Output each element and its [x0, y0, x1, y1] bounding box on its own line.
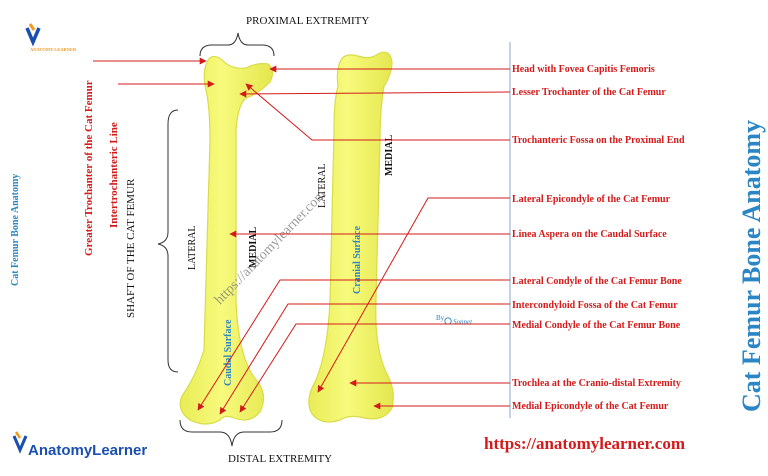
brand-logo: AnatomyLearner	[12, 431, 147, 459]
distal-label: DISTAL EXTREMITY	[228, 453, 332, 465]
leader-trochanteric-fossa	[245, 83, 510, 141]
leader-lateral-condyle	[197, 279, 510, 411]
label-head: Head with Fovea Capitis Femoris	[512, 64, 655, 75]
leader-medial-condyle	[239, 323, 510, 413]
leader-lateral-epicondyle	[317, 197, 510, 393]
brand-text: AnatomyLearner	[28, 442, 147, 459]
cranial-surface-label: Cranial Surface	[352, 225, 363, 294]
label-linea-aspera: Linea Aspera on the Caudal Surface	[512, 229, 667, 240]
credit-name: Sonnet	[453, 318, 473, 326]
label-greater-trochanter: Greater Trochanter of the Cat Femur	[83, 80, 95, 256]
leader-lesser-trochanter	[239, 90, 511, 98]
label-intertrochanteric-line: Intertrochanteric Line	[108, 122, 120, 228]
brand-v-icon	[12, 435, 28, 454]
right-medial-label: MEDIAL	[384, 135, 395, 176]
shaft-label: SHAFT OF THE CAT FEMUR	[125, 178, 137, 318]
shaft-brace	[157, 109, 179, 373]
leader-intercondyloid-fossa	[219, 303, 510, 415]
credit-by: By	[436, 314, 445, 322]
brand-accent-icon	[14, 431, 22, 439]
logo-v-icon	[25, 27, 41, 47]
proximal-label: PROXIMAL EXTREMITY	[246, 15, 369, 27]
top-logo: ANATOMY LEARNER	[25, 23, 77, 52]
big-title: Cat Femur Bone Anatomy	[737, 120, 766, 412]
label-trochanteric-fossa: Trochanteric Fossa on the Proximal End	[512, 135, 685, 146]
leader-lines	[93, 57, 511, 415]
credit-circle-icon	[444, 317, 452, 325]
label-lateral-epicondyle: Lateral Epicondyle of the Cat Femur	[512, 194, 671, 205]
label-intercondyloid-fossa: Intercondyloid Fossa of the Cat Femur	[512, 300, 678, 311]
label-trochlea: Trochlea at the Cranio-distal Extremity	[512, 378, 681, 389]
right-femur-bone	[308, 51, 394, 423]
logo-accent-icon	[28, 23, 36, 31]
proximal-brace	[199, 32, 275, 57]
label-medial-condyle: Medial Condyle of the Cat Femur Bone	[512, 320, 681, 331]
distal-brace	[179, 419, 283, 447]
logo-sub-text: ANATOMY LEARNER	[30, 47, 77, 52]
left-medial-label: MEDIAL	[248, 227, 259, 268]
left-femur-bone	[179, 55, 274, 425]
label-medial-epicondyle: Medial Epicondyle of the Cat Femur	[512, 401, 669, 412]
left-lateral-label: LATERAL	[187, 226, 198, 270]
right-lateral-label: LATERAL	[317, 164, 328, 208]
label-lesser-trochanter: Lesser Trochanter of the Cat Femur	[512, 87, 666, 98]
label-lateral-condyle: Lateral Condyle of the Cat Femur Bone	[512, 276, 682, 287]
side-title: Cat Femur Bone Anatomy	[10, 174, 21, 286]
caudal-surface-label: Caudal Surface	[223, 319, 234, 386]
site-url: https://anatomylearner.com	[484, 434, 685, 453]
